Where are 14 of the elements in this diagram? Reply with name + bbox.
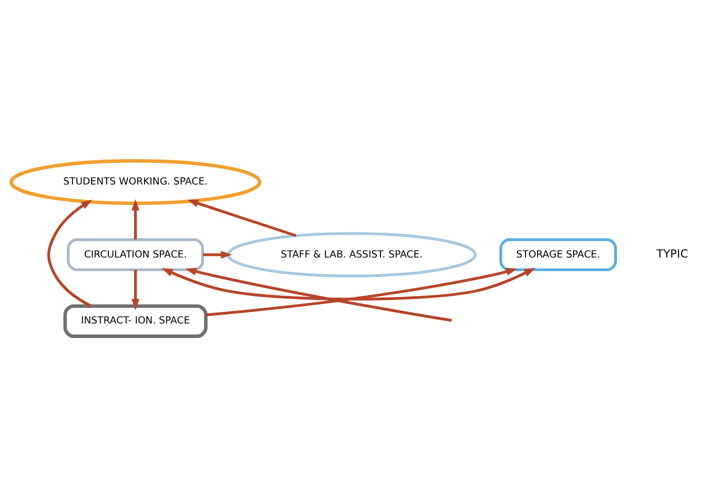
label: TYPIC bbox=[656, 246, 688, 260]
arrow bbox=[206, 267, 518, 316]
node-box: STORAGE SPACE. bbox=[499, 238, 617, 271]
node-ellipse: STAFF & LAB. ASSIST. SPACE. bbox=[226, 232, 477, 277]
arrow bbox=[185, 267, 452, 322]
node-ellipse: STUDENTS WORKING. SPACE. bbox=[10, 158, 262, 205]
arrow bbox=[132, 198, 140, 240]
arrow bbox=[202, 250, 232, 258]
arrow bbox=[162, 267, 536, 300]
node-box: INSTRACT- ION. SPACE bbox=[63, 304, 208, 338]
arrow bbox=[47, 199, 92, 307]
arrow bbox=[132, 269, 140, 310]
node-box: CIRCULATION SPACE. bbox=[66, 238, 204, 271]
arrow bbox=[187, 199, 296, 237]
